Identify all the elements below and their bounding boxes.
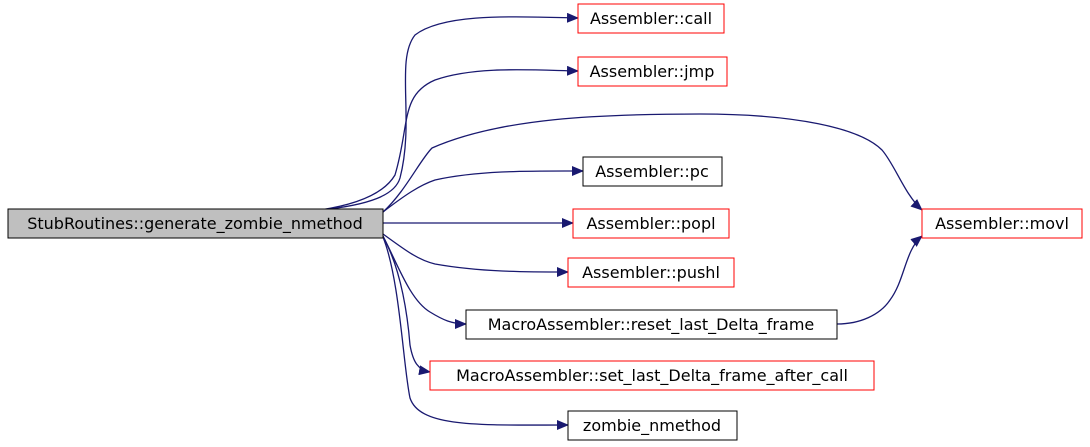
edge-reset-to-movl [836,235,923,325]
node-reset[interactable]: MacroAssembler::reset_last_Delta_frame [465,309,838,340]
node-movl[interactable]: Assembler::movl [921,208,1083,239]
node-zombie-label: zombie_nmethod [583,416,721,436]
edge-root-to-pushl [382,233,569,277]
node-popl-label: Assembler::popl [586,214,715,233]
node-root-label: StubRoutines::generate_zombie_nmethod [27,214,363,234]
edge-root-to-call [319,12,579,211]
node-jmp[interactable]: Assembler::jmp [577,56,728,87]
node-pc-label: Assembler::pc [595,162,709,181]
edge-root-to-reset [382,235,467,329]
node-pushl[interactable]: Assembler::pushl [567,257,735,288]
edge-root-to-pc [382,165,584,213]
edge-root-to-movl [382,113,923,213]
node-root[interactable]: StubRoutines::generate_zombie_nmethod [7,208,384,239]
edge-root-to-setlast [382,236,431,376]
node-setlast[interactable]: MacroAssembler::set_last_Delta_frame_aft… [429,360,875,391]
node-zombie[interactable]: zombie_nmethod [567,410,738,441]
node-pushl-label: Assembler::pushl [582,263,720,282]
node-call[interactable]: Assembler::call [577,3,725,34]
node-call-label: Assembler::call [590,9,712,28]
node-setlast-label: MacroAssembler::set_last_Delta_frame_aft… [456,366,848,386]
edges [319,12,923,431]
edge-root-to-jmp [319,65,579,211]
edge-root-to-zombie [382,236,569,431]
node-reset-label: MacroAssembler::reset_last_Delta_frame [488,315,815,335]
node-popl[interactable]: Assembler::popl [572,208,730,239]
node-jmp-label: Assembler::jmp [590,62,715,81]
node-movl-label: Assembler::movl [935,214,1069,233]
node-pc[interactable]: Assembler::pc [582,156,723,187]
